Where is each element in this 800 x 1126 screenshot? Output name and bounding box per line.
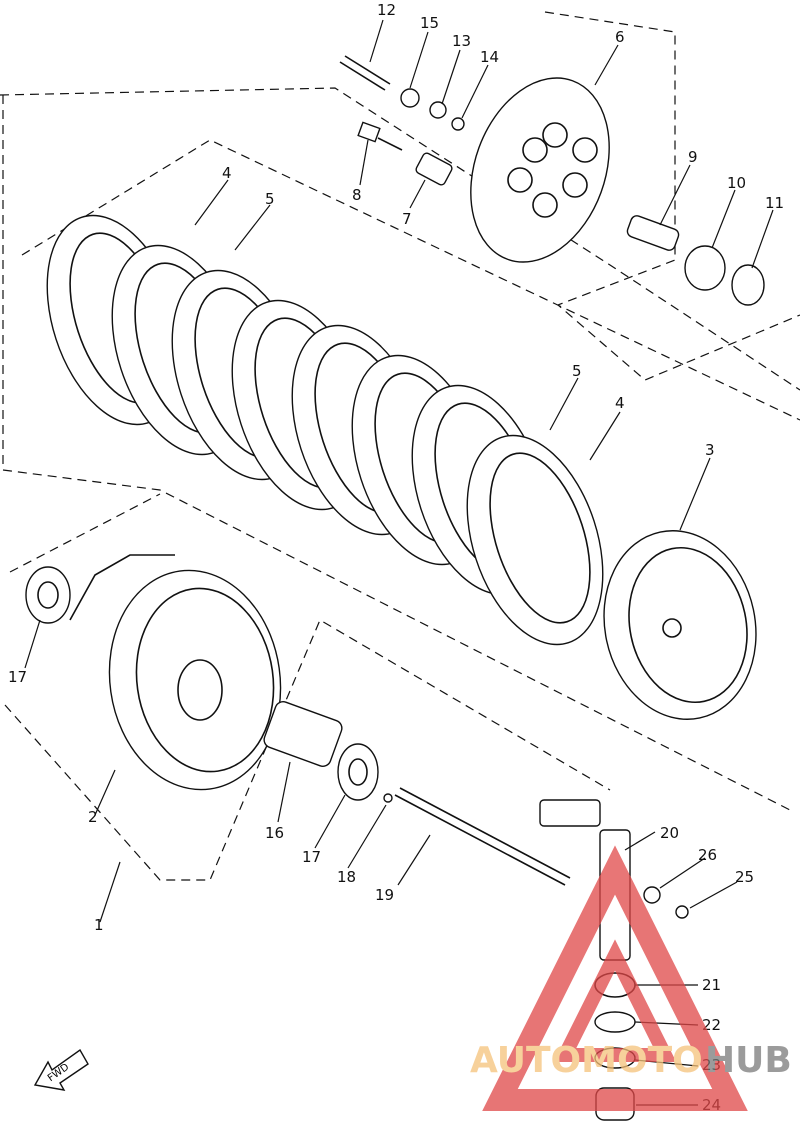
- clutch-housing: [69, 554, 282, 791]
- callout-13: 13: [452, 32, 471, 50]
- callout-2: 2: [88, 808, 98, 826]
- callout-16: 16: [265, 824, 284, 842]
- group-outline-basket: [9, 493, 161, 573]
- svg-text:AUTOMOTO: AUTOMOTO: [470, 1040, 703, 1081]
- leader-lines: [24, 19, 774, 1106]
- callout-8: 8: [352, 186, 362, 204]
- callout-20: 20: [660, 824, 679, 842]
- callout-9: 9: [688, 148, 698, 166]
- callout-10: 10: [727, 174, 746, 192]
- release-hardware: [626, 215, 765, 306]
- callout-1: 1: [94, 916, 104, 934]
- fwd-arrow-icon: FWD: [33, 1048, 89, 1091]
- watermark-logo: AUTOMOTO HUB: [470, 845, 792, 1111]
- callout-5-top: 5: [265, 190, 275, 208]
- callout-3: 3: [705, 441, 715, 459]
- callout-17-left: 17: [8, 668, 27, 686]
- clutch-plate-stack: [46, 214, 604, 646]
- callout-14: 14: [480, 48, 499, 66]
- callout-4-bottom: 4: [615, 394, 625, 412]
- group-outline-main-left: [2, 95, 791, 811]
- callout-19: 19: [375, 886, 394, 904]
- callout-15: 15: [420, 14, 439, 32]
- shaft-hardware: [25, 566, 571, 886]
- callout-18: 18: [337, 868, 356, 886]
- callout-25: 25: [735, 868, 754, 886]
- pressure-plate: [470, 77, 610, 263]
- spring-bolt-hardware: [339, 55, 465, 186]
- callout-17-right: 17: [302, 848, 321, 866]
- svg-text:HUB: HUB: [705, 1040, 792, 1081]
- group-outline-pressure-plate: [544, 11, 800, 381]
- callout-12: 12: [377, 1, 396, 19]
- group-outline-basket-lower: [4, 619, 611, 881]
- callout-4-top: 4: [222, 164, 232, 182]
- callout-7: 7: [402, 210, 412, 228]
- driven-gear: [603, 530, 757, 720]
- callout-26: 26: [698, 846, 717, 864]
- callout-11: 11: [765, 194, 784, 212]
- callout-5-bottom: 5: [572, 362, 582, 380]
- callout-6: 6: [615, 28, 625, 46]
- callout-21: 21: [702, 976, 721, 994]
